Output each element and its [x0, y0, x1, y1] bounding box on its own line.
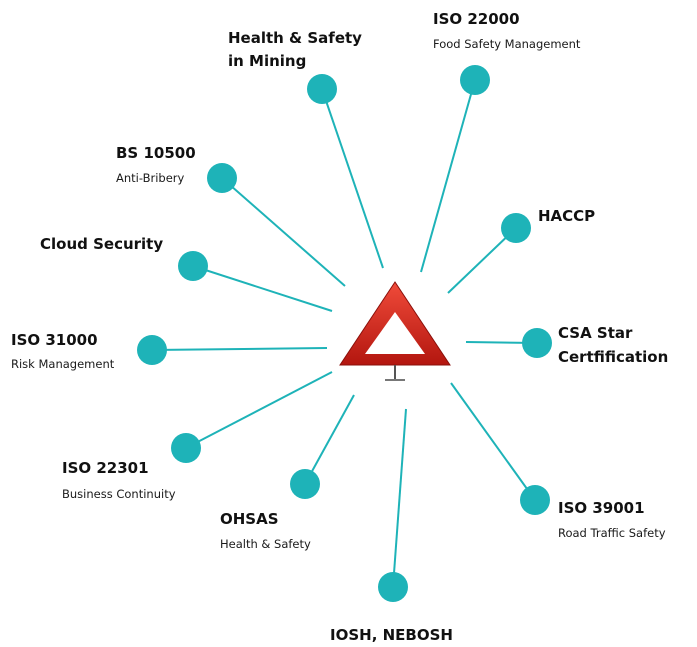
spoke-line-iso-31000: [151, 347, 328, 351]
node-circle-iso-22000: [460, 65, 490, 95]
node-circle-csa-star: [522, 328, 552, 358]
node-title: HACCP: [538, 207, 595, 225]
node-circle-haccp: [501, 213, 531, 243]
node-title: BS 10500: [116, 144, 196, 162]
node-label-cloud-security: Cloud Security: [40, 235, 163, 253]
warning-triangle-icon: [339, 281, 451, 381]
node-circle-cloud-security: [178, 251, 208, 281]
spoke-line-haccp: [447, 227, 517, 294]
spoke-line-iso-39001: [450, 382, 536, 501]
node-label-haccp: HACCP: [538, 207, 595, 225]
node-title: ISO 39001: [558, 499, 645, 517]
node-title: ISO 22301: [62, 459, 149, 477]
node-circle-iso-39001: [520, 485, 550, 515]
node-circle-iso-22301: [171, 433, 201, 463]
node-title: ISO 22000: [433, 10, 520, 28]
node-circle-bs-10500: [207, 163, 237, 193]
connector-lines: [151, 79, 538, 588]
spoke-line-cloud-security: [192, 265, 333, 312]
node-label-iso-39001: ISO 39001 Road Traffic Safety: [558, 499, 666, 540]
node-title: CSA Star: [558, 324, 633, 342]
node-title: IOSH, NEBOSH: [330, 626, 453, 644]
node-circle-ohsas: [290, 469, 320, 499]
node-subtitle: Food Safety Management: [433, 37, 581, 51]
spoke-line-iso-22301: [185, 371, 333, 449]
node-title: ISO 31000: [11, 331, 98, 349]
node-label-ohsas: OHSAS Health & Safety: [220, 510, 311, 551]
node-circle-iosh-nebosh: [378, 572, 408, 602]
spoke-line-iosh-nebosh: [392, 408, 407, 588]
node-circle-iso-31000: [137, 335, 167, 365]
node-subtitle: Risk Management: [11, 357, 115, 371]
node-title: Health & Safety: [228, 29, 362, 47]
node-label-iso-31000: ISO 31000 Risk Management: [11, 331, 115, 371]
node-subtitle: Health & Safety: [220, 537, 311, 551]
node-subtitle: Business Continuity: [62, 487, 176, 501]
node-label-bs-10500: BS 10500 Anti-Bribery: [116, 144, 196, 185]
spoke-line-bs-10500: [221, 177, 346, 287]
node-circle-health-safety-mining: [307, 74, 337, 104]
spoke-line-iso-22000: [420, 79, 476, 273]
node-label-health-safety-mining: Health & Safety in Mining: [228, 29, 362, 70]
node-label-csa-star: CSA Star Certfification: [558, 324, 668, 366]
node-subtitle: Road Traffic Safety: [558, 526, 666, 540]
node-title: Certfification: [558, 348, 668, 366]
node-subtitle: Anti-Bribery: [116, 171, 185, 185]
node-title: Cloud Security: [40, 235, 163, 253]
node-label-iosh-nebosh: IOSH, NEBOSH: [330, 626, 453, 644]
node-markers: [137, 65, 552, 602]
node-title: OHSAS: [220, 510, 279, 528]
spoke-line-ohsas: [304, 394, 355, 485]
node-label-iso-22301: ISO 22301 Business Continuity: [62, 459, 176, 501]
node-title: in Mining: [228, 52, 306, 70]
spoke-line-health-safety-mining: [321, 88, 384, 269]
node-label-iso-22000: ISO 22000 Food Safety Management: [433, 10, 581, 51]
